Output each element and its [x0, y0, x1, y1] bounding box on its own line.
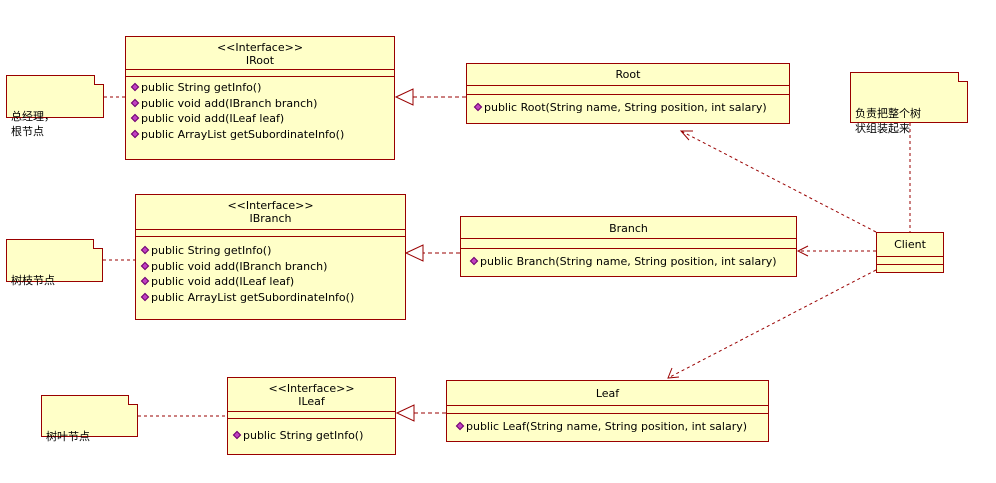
leaf-class[interactable]: Leaf public Leaf(String name, String pos…	[446, 380, 769, 442]
iroot-op: public void add(ILeaf leaf)	[130, 111, 394, 127]
leaf-note[interactable]: 树叶节点	[41, 395, 138, 443]
dependency-client-root	[680, 130, 877, 233]
client-note-text: 负责把整个树 状组装起来	[855, 107, 921, 135]
note-fold-icon	[93, 239, 103, 249]
operation-icon	[140, 245, 150, 255]
dependency-arrowhead-leaf	[667, 367, 680, 379]
branch-name: Branch	[461, 217, 796, 239]
realization-arrowhead-iroot	[394, 88, 414, 106]
ileaf-interface[interactable]: <<Interface>> ILeaf public String getInf…	[227, 377, 396, 455]
root-class[interactable]: Root public Root(String name, String pos…	[466, 63, 790, 124]
ileaf-name: ILeaf	[298, 395, 325, 408]
branch-attributes	[461, 239, 796, 249]
ibranch-op: public void add(IBranch branch)	[140, 259, 405, 275]
branch-class[interactable]: Branch public Branch(String name, String…	[460, 216, 797, 277]
ileaf-operations: public String getInfo()	[228, 419, 395, 444]
operation-icon	[473, 102, 483, 112]
operation-icon	[140, 276, 150, 286]
ibranch-name: IBranch	[249, 212, 292, 225]
operation-icon	[130, 98, 140, 107]
dependency-arrowhead-root	[679, 130, 693, 141]
root-name: Root	[467, 64, 789, 86]
leaf-note-text: 树叶节点	[46, 430, 90, 443]
note-fold-icon	[958, 72, 968, 82]
realization-arrowhead-ibranch	[404, 244, 424, 262]
dependency-client-leaf	[667, 269, 877, 379]
leaf-op: public Leaf(String name, String position…	[455, 419, 768, 435]
leaf-attributes	[447, 406, 768, 414]
root-attributes	[467, 86, 789, 95]
iroot-interface[interactable]: <<Interface>> IRoot public String getInf…	[125, 36, 395, 160]
iroot-op: public ArrayList getSubordinateInfo()	[130, 127, 394, 143]
root-note[interactable]: 总经理， 根节点	[6, 75, 104, 138]
realization-arrowhead-ileaf	[395, 404, 415, 422]
branch-note[interactable]: 树枝节点	[6, 239, 103, 287]
operation-icon	[130, 82, 140, 92]
iroot-op: public String getInfo()	[130, 80, 394, 96]
operation-icon	[130, 129, 140, 138]
root-note-text: 总经理， 根节点	[11, 110, 55, 138]
iroot-name: IRoot	[245, 54, 275, 67]
client-name: Client	[877, 233, 943, 257]
client-attributes	[877, 257, 943, 265]
note-fold-icon	[94, 75, 104, 85]
client-class[interactable]: Client	[876, 232, 944, 273]
client-note[interactable]: 负责把整个树 状组装起来	[850, 72, 968, 135]
ibranch-interface[interactable]: <<Interface>> IBranch public String getI…	[135, 194, 406, 320]
dependency-arrowhead-branch	[796, 245, 809, 257]
iroot-stereotype: <<Interface>>	[216, 41, 304, 54]
ibranch-op: public ArrayList getSubordinateInfo()	[140, 290, 405, 306]
operation-icon	[455, 421, 465, 431]
operation-icon	[232, 430, 242, 440]
ileaf-op: public String getInfo()	[232, 428, 395, 444]
ileaf-attributes	[228, 412, 395, 419]
ileaf-stereotype: <<Interface>>	[268, 382, 355, 395]
root-op: public Root(String name, String position…	[473, 100, 789, 116]
iroot-op: public void add(IBranch branch)	[130, 96, 394, 112]
iroot-attributes	[126, 70, 394, 77]
operation-icon	[140, 261, 150, 270]
ibranch-op: public void add(ILeaf leaf)	[140, 274, 405, 290]
operation-icon	[469, 256, 479, 266]
iroot-operations: public String getInfo() public void add(…	[126, 77, 394, 142]
root-operations: public Root(String name, String position…	[467, 95, 789, 116]
operation-icon	[130, 113, 140, 123]
leaf-name: Leaf	[447, 381, 768, 406]
branch-op: public Branch(String name, String positi…	[469, 254, 796, 270]
ibranch-stereotype: <<Interface>>	[227, 199, 314, 212]
note-fold-icon	[128, 395, 138, 405]
branch-operations: public Branch(String name, String positi…	[461, 249, 796, 270]
ibranch-operations: public String getInfo() public void add(…	[136, 237, 405, 305]
ibranch-attributes	[136, 230, 405, 237]
leaf-operations: public Leaf(String name, String position…	[447, 414, 768, 435]
operation-icon	[140, 292, 150, 301]
ibranch-op: public String getInfo()	[140, 243, 405, 259]
branch-note-text: 树枝节点	[11, 274, 55, 287]
